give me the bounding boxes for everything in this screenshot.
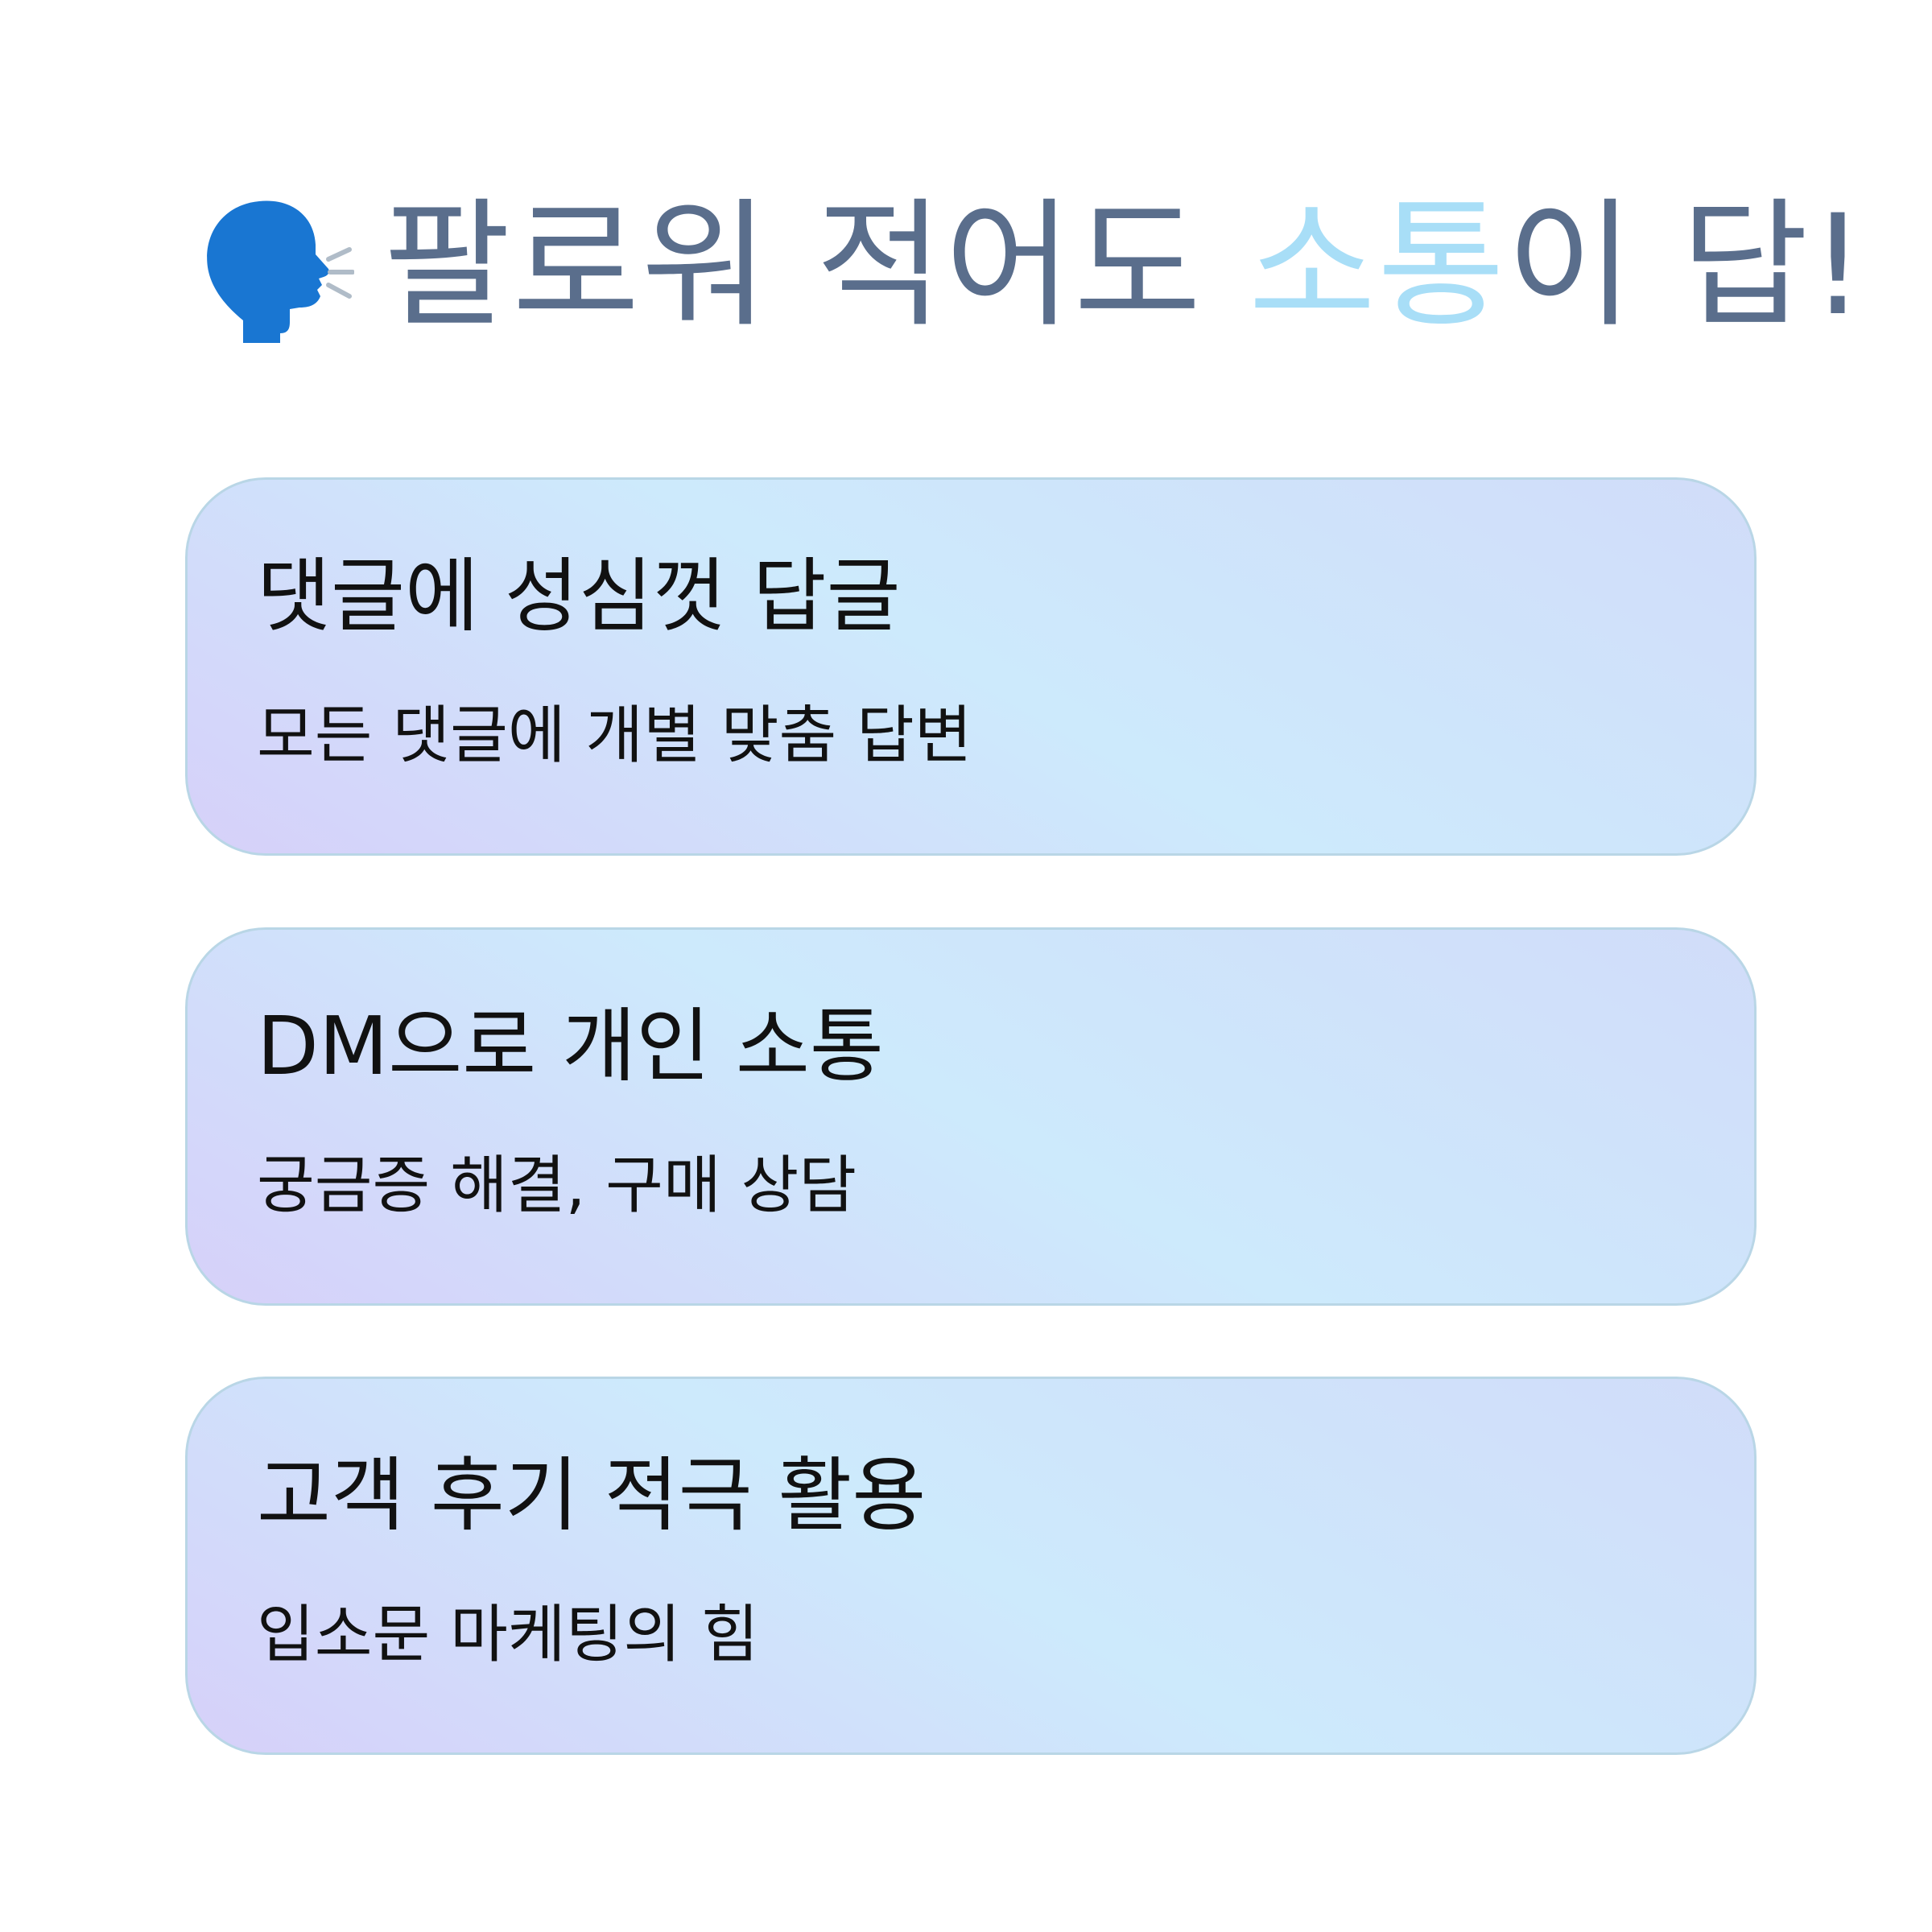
card-heading: 댓글에 성심껏 답글 [257,549,901,643]
title-part: 팔로워 적어도 [383,184,1249,346]
card-reply-comments: 댓글에 성심껏 답글 모든 댓글에 개별 맞춤 답변 [185,477,1757,856]
page-title: 팔로워 적어도 소통이 답! [193,177,1867,354]
card-heading: DM으로 개인 소통 [257,999,884,1093]
card-subtext: 궁금증 해결, 구매 상담 [257,1150,857,1222]
card-dm-communication: DM으로 개인 소통 궁금증 해결, 구매 상담 [185,927,1757,1306]
card-heading: 고객 후기 적극 활용 [257,1448,927,1542]
title-part-end: 이 답! [1506,184,1868,346]
title-text: 팔로워 적어도 소통이 답! [383,196,1867,335]
card-customer-reviews: 고객 후기 적극 활용 입소문 마케팅의 힘 [185,1377,1757,1755]
title-accent: 소통 [1248,184,1507,346]
card-subtext: 모든 댓글에 개별 맞춤 답변 [257,700,972,772]
card-subtext: 입소문 마케팅의 힘 [257,1599,759,1671]
speaking-head-icon [207,200,354,343]
